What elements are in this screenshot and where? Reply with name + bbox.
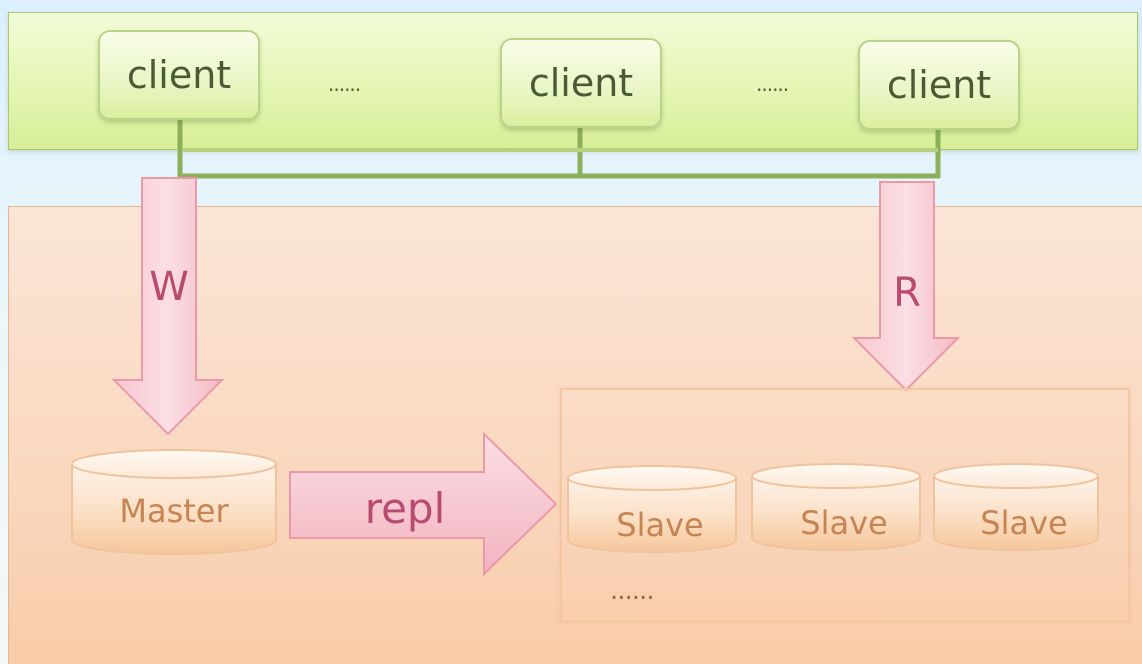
client-node: client xyxy=(858,40,1020,130)
client-node-label: client xyxy=(126,53,232,97)
write-arrow xyxy=(111,177,225,436)
slave-label: Slave xyxy=(616,506,704,544)
master-label: Master xyxy=(119,492,229,530)
slave-group xyxy=(560,388,1130,622)
slave-cylinder-1 xyxy=(567,465,737,553)
read-arrow-label: R xyxy=(893,270,921,316)
read-arrow xyxy=(851,181,961,392)
slave-ellipsis: ...... xyxy=(610,576,655,606)
client-node-label: client xyxy=(528,61,634,105)
client-node: client xyxy=(98,30,260,120)
repl-arrow xyxy=(289,431,558,577)
client-ellipsis: ...... xyxy=(756,72,789,96)
slave-label: Slave xyxy=(980,504,1068,542)
client-node-label: client xyxy=(886,63,992,107)
slave-cylinder-3 xyxy=(933,463,1099,551)
repl-arrow-label: repl xyxy=(364,484,446,533)
master-cylinder xyxy=(71,449,277,555)
client-ellipsis: ...... xyxy=(328,72,361,96)
slave-label: Slave xyxy=(800,504,888,542)
slave-cylinder-2 xyxy=(751,463,921,551)
client-node: client xyxy=(500,38,662,128)
write-arrow-label: W xyxy=(149,264,189,310)
client-bus xyxy=(177,120,941,179)
